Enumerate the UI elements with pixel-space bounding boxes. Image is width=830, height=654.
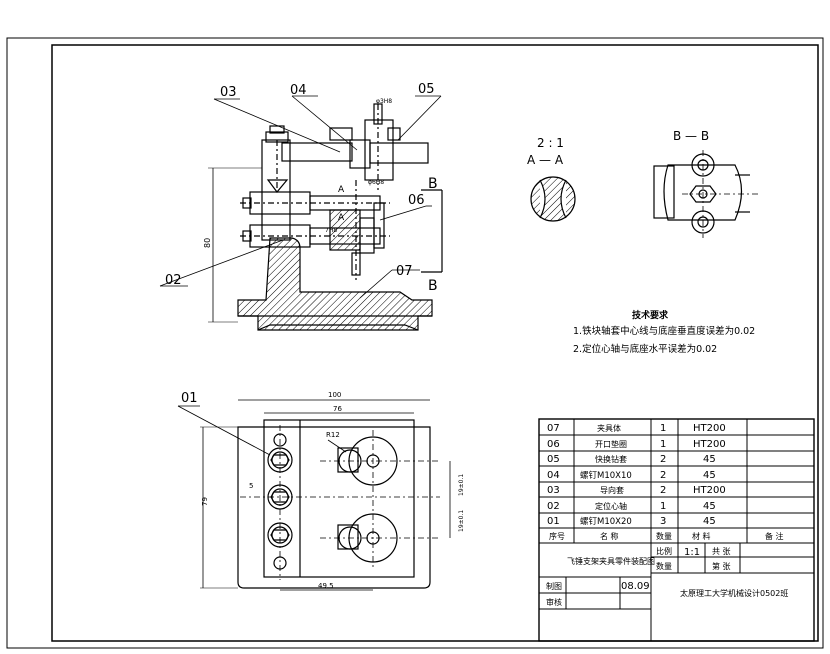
label-07: 07 xyxy=(396,264,413,279)
qty-cell-label: 数量 xyxy=(656,561,672,571)
bom-no: 02 xyxy=(547,501,560,512)
bom-mat: HT200 xyxy=(693,439,726,450)
bom-qty: 1 xyxy=(660,423,666,434)
top-view xyxy=(177,399,451,591)
sheet-count-label: 共 张 xyxy=(712,547,731,556)
bom-qty: 2 xyxy=(660,485,666,496)
label-01: 01 xyxy=(181,391,198,406)
bom-name: 夹具体 xyxy=(597,423,621,433)
bom-name: 导向套 xyxy=(600,485,624,495)
scale-cell-value: 1:1 xyxy=(684,547,700,558)
outer-border xyxy=(6,37,824,649)
section-mark-top: B xyxy=(428,176,438,192)
bom-header-name: 名 称 xyxy=(600,531,619,541)
bom-qty: 2 xyxy=(660,454,666,465)
section-a-a-view xyxy=(530,176,576,222)
bom-no: 03 xyxy=(547,485,560,496)
label-04: 04 xyxy=(290,83,307,98)
bom-name: 定位心轴 xyxy=(595,501,627,511)
bom-row: 04 螺钉M10X10 2 45 xyxy=(547,470,716,481)
bom-row: 05 快换钻套 2 45 xyxy=(547,454,716,465)
school-name: 太原理工大学机械设计0502班 xyxy=(680,588,788,598)
title-block-grid xyxy=(538,418,815,642)
label-05: 05 xyxy=(418,82,435,97)
title-block: 飞锤支架夹具零件装配图 比例 1:1 共 张 数量 第 张 制图 审核 08.0… xyxy=(546,546,788,607)
section-a-a-label: A — A xyxy=(527,153,564,167)
bom-no: 06 xyxy=(547,439,560,450)
bom-table: 07 夹具体 1 HT200 06 开口垫圈 1 HT200 05 快换钻套 2… xyxy=(547,423,784,541)
arrow-mark-2: A xyxy=(338,213,345,223)
dim-top-small: φ3H8 xyxy=(376,98,392,105)
bom-name: 螺钉M10X10 xyxy=(580,470,632,481)
bom-mat: HT200 xyxy=(693,485,726,496)
dim-small2: φ6H8 xyxy=(368,179,384,186)
page-label: 第 张 xyxy=(712,561,731,571)
drawing-title: 飞锤支架夹具零件装配图 xyxy=(567,556,655,566)
dim-slot-1: 19±0.1 xyxy=(458,474,465,496)
label-06: 06 xyxy=(408,193,425,208)
bom-row: 02 定位心轴 1 45 xyxy=(547,501,716,512)
bom-mat: 45 xyxy=(703,454,716,465)
bom-row: 07 夹具体 1 HT200 xyxy=(547,423,726,434)
dim-49-5: 49.5 xyxy=(318,582,334,590)
dim-79: 79 xyxy=(201,497,209,506)
bom-row: 03 导向套 2 HT200 xyxy=(547,485,726,496)
section-b-b-label: B — B xyxy=(673,129,709,143)
bom-qty: 1 xyxy=(660,501,666,512)
bom-header-mat: 材 料 xyxy=(692,531,711,541)
bom-no: 05 xyxy=(547,454,560,465)
bom-mat: 45 xyxy=(703,470,716,481)
dim-76: 76 xyxy=(333,405,342,413)
tech-line-1: 1.铁块轴套中心线与底座垂直度误差为0.02 xyxy=(573,325,755,337)
dim-slot-2: 19±0.1 xyxy=(458,510,465,532)
bom-qty: 2 xyxy=(660,470,666,481)
bom-header: 序号 名 称 数量 材 料 备 注 xyxy=(549,531,784,541)
bom-header-qty: 数量 xyxy=(656,531,672,541)
bom-name: 快换钻套 xyxy=(595,454,627,464)
section-mark-bottom: B xyxy=(428,278,438,294)
scale-label: 2 : 1 xyxy=(537,136,564,150)
section-b-b-view xyxy=(653,150,760,238)
bom-no: 07 xyxy=(547,423,560,434)
front-view xyxy=(159,95,443,331)
dim-5: 5 xyxy=(249,482,253,490)
tech-line-2: 2.定位心轴与底座水平误差为0.02 xyxy=(573,343,717,355)
drawn-by-label: 制图 xyxy=(546,581,562,591)
bom-no: 04 xyxy=(547,470,560,481)
bom-qty: 1 xyxy=(660,439,666,450)
dim-r12: R12 xyxy=(326,431,340,439)
bom-row: 01 螺钉M10X20 3 45 xyxy=(547,516,716,527)
tech-title: 技术要求 xyxy=(632,309,669,321)
bom-qty: 3 xyxy=(660,516,666,527)
label-03: 03 xyxy=(220,85,237,100)
bom-mat: HT200 xyxy=(693,423,726,434)
bom-row: 06 开口垫圈 1 HT200 xyxy=(547,439,726,450)
dim-small3: 7H8 xyxy=(325,227,337,234)
bom-name: 开口垫圈 xyxy=(595,439,627,449)
arrow-mark-1: A xyxy=(338,185,345,195)
bom-mat: 45 xyxy=(703,501,716,512)
drawing-date: 08.09 xyxy=(621,581,650,592)
bom-header-note: 备 注 xyxy=(765,531,784,541)
dim-100: 100 xyxy=(328,391,341,399)
inner-border xyxy=(51,44,819,642)
bom-name: 螺钉M10X20 xyxy=(580,516,632,527)
dim-80: 80 xyxy=(203,238,212,248)
label-02: 02 xyxy=(165,273,182,288)
bom-no: 01 xyxy=(547,516,560,527)
bom-mat: 45 xyxy=(703,516,716,527)
scale-cell-label: 比例 xyxy=(656,546,672,556)
bom-header-no: 序号 xyxy=(549,531,565,541)
checked-by-label: 审核 xyxy=(546,597,562,607)
